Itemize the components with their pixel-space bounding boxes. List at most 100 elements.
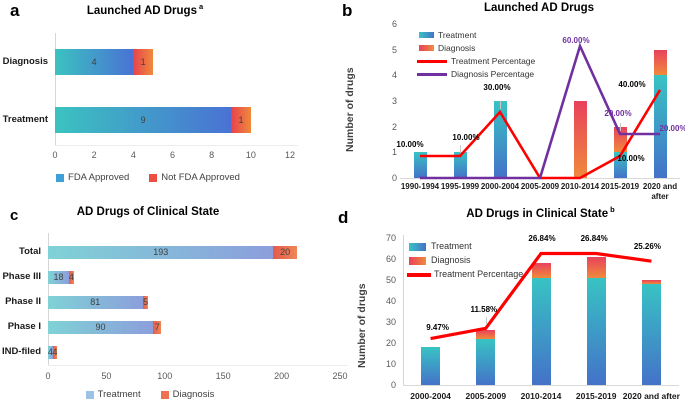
category-label-treatment: Treatment (2, 114, 48, 125)
data-label: 20.00% (659, 124, 685, 133)
y-tick-label: 6 (391, 19, 397, 29)
legend-swatch-treatment (419, 32, 434, 38)
bar-value-label: 4 (47, 347, 53, 357)
bar-treatment-phase-i (48, 320, 154, 334)
panel-b-y-axis-title: Number of drugs (344, 67, 356, 153)
x-axis-line (55, 145, 298, 146)
x-tick-label: 2000-2004 (410, 391, 451, 401)
y-tick-label: 1 (391, 147, 397, 158)
x-axis-line (48, 365, 348, 366)
data-label: 20.00% (604, 109, 632, 118)
bar-value-label: 90 (95, 322, 106, 332)
data-label: 11.58% (470, 305, 498, 315)
x-axis-line (403, 385, 679, 386)
bar-diagnosis-phase-iii (69, 270, 74, 284)
legend: FDA Approved Not FDA Approved (0, 172, 296, 183)
legend-label: Treatment Percentage (434, 269, 524, 279)
x-tick-label: 12 (284, 150, 295, 160)
y-tick-label: 10 (385, 359, 396, 369)
y-tick-label: 4 (391, 70, 397, 81)
y-tick-label: 20 (385, 338, 396, 348)
bar-treatment-2010-2014 (531, 277, 551, 385)
legend-label: Diagnosis (438, 43, 476, 53)
data-label: 30.00% (483, 83, 511, 92)
bar-diagnosis-2020-and-after (653, 49, 667, 76)
y-tick-label: 0 (391, 173, 397, 183)
x-tick-label: 50 (101, 371, 112, 381)
category-label-diagnosis: Diagnosis (2, 56, 48, 67)
data-label: 25.26% (633, 242, 661, 252)
label-leader-line (620, 123, 621, 131)
bar-treatment-2000-2004 (421, 347, 441, 385)
bar-diagnosis-ind-filed (52, 345, 58, 359)
bar-treatment-ind-filed (48, 345, 53, 359)
x-tick-label: 250 (332, 371, 348, 381)
bar-value-label: 4 (68, 272, 74, 282)
legend-swatch-diagnosis-percentage (417, 73, 447, 76)
legend-label: Diagnosis Percentage (451, 69, 535, 79)
panel-b-letter: b (342, 1, 353, 20)
y-tick-label: 5 (391, 44, 397, 55)
bar-not-fda-approved-diagnosis (133, 49, 153, 75)
bar-diagnosis-phase-i (153, 320, 162, 334)
category-label-ind-filed: IND-filed (1, 346, 41, 357)
data-label: 9.47% (426, 322, 449, 332)
legend-label: FDA Approved (68, 172, 130, 183)
bar-diagnosis-2010-2014 (531, 263, 551, 278)
x-tick-label: 200 (274, 371, 290, 381)
y-axis-line (55, 33, 56, 145)
legend-swatch-diagnosis (419, 45, 434, 51)
bar-fda-approved-diagnosis (55, 49, 134, 75)
panel-c-letter: c (10, 207, 19, 224)
x-tick-label: 2015-2019 (575, 391, 617, 401)
x-tick-label: 2000-2004 (480, 182, 520, 191)
panel-d-letter: d (338, 208, 349, 227)
bar-diagnosis-2020-and-after (641, 280, 661, 285)
label-leader-line (485, 317, 487, 326)
bar-value-label: 193 (153, 247, 169, 257)
bar-diagnosis-total (273, 245, 297, 259)
data-label: 60.00% (562, 36, 590, 45)
x-tick-label: 6 (169, 150, 175, 160)
legend-swatch-treatment-percentage (407, 273, 431, 277)
y-tick-label: 3 (391, 96, 397, 106)
panel-a-title-text: Launched AD Drugs (86, 4, 197, 17)
bar-value-label: 9 (140, 115, 146, 125)
legend-swatch-not-fda-approved (149, 173, 158, 182)
x-tick-label: 2010-2014 (560, 182, 600, 191)
panel-a-title-superscript: a (198, 2, 204, 11)
x-tick-label: 8 (209, 150, 215, 160)
legend-swatch-fda-approved (56, 173, 65, 182)
label-leader-line (460, 145, 461, 153)
panel-b-title-text: Launched AD Drugs (483, 2, 595, 14)
y-tick-label: 2 (391, 121, 397, 132)
bar-treatment-total (48, 245, 274, 259)
x-tick-label: 10 (245, 150, 256, 160)
x-tick-label: 2005-2009 (465, 391, 507, 401)
x-axis-line (400, 178, 680, 179)
legend-label: Treatment (431, 241, 472, 251)
legend-swatch-diagnosis (160, 390, 169, 399)
legend-item-diagnosis: Diagnosis (160, 389, 214, 400)
bar-value-label: 1 (140, 57, 146, 67)
data-label: 40.00% (618, 80, 646, 89)
x-tick-label: 2020 and after (642, 182, 678, 201)
bar-diagnosis-2010-2014 (573, 101, 587, 178)
bar-value-label: 4 (91, 57, 97, 67)
label-leader-line (500, 101, 501, 109)
bar-treatment-phase-iii (48, 270, 70, 284)
bar-treatment-phase-ii (48, 295, 143, 309)
panel-c-title: AD Drugs of Clinical State (0, 206, 296, 218)
legend-item-not-fda-approved: Not FDA Approved (149, 172, 240, 183)
data-label: 10.00% (617, 154, 645, 163)
